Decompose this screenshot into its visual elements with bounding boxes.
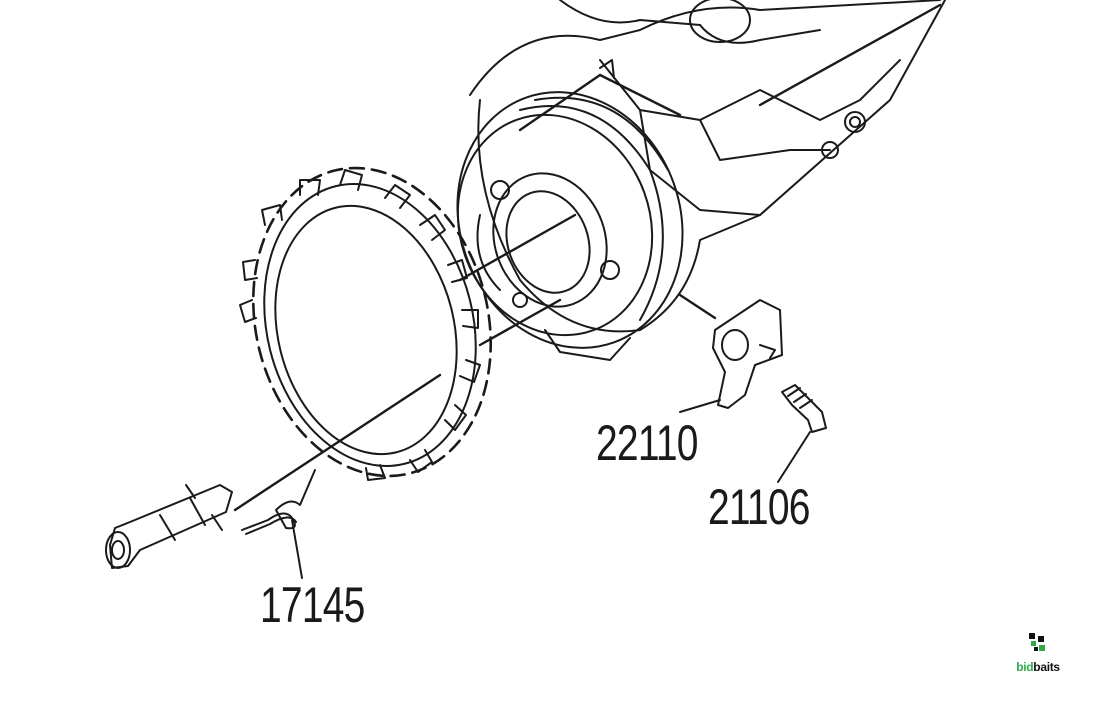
toothed-ring-gear <box>239 166 493 481</box>
assembly-axis-lines <box>233 3 942 512</box>
brand-name: bidbaits <box>1008 660 1068 674</box>
part-number-17145: 17145 <box>260 577 365 633</box>
part-number-21106: 21106 <box>708 479 810 535</box>
reel-body-housing <box>456 0 946 361</box>
part-number-22110: 22110 <box>596 415 698 471</box>
torsion-spring <box>241 469 316 579</box>
pin-shaft <box>105 484 233 569</box>
brand-logo[interactable]: bidbaits <box>1008 632 1068 674</box>
anti-reverse-lever <box>679 299 783 413</box>
bidbaits-logo-icon <box>1029 633 1045 651</box>
screw <box>777 384 827 483</box>
brand-name-suffix: baits <box>1033 660 1060 674</box>
brand-name-prefix: bid <box>1016 660 1034 674</box>
